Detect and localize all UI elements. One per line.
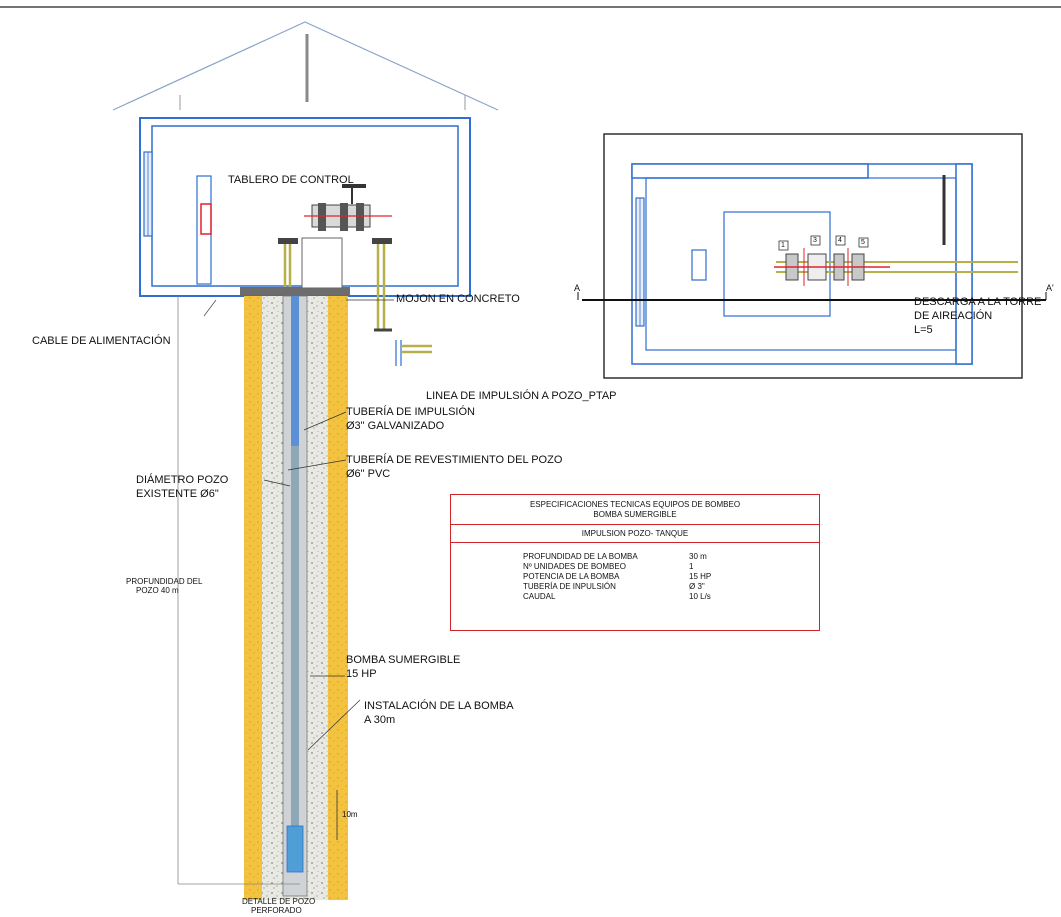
spec-value: 1: [689, 562, 694, 571]
label-casing-2: Ø6" PVC: [346, 468, 391, 480]
spec-title-line-2: BOMBA SUMERGIBLE: [593, 510, 677, 519]
spec-key: CAUDAL: [523, 592, 556, 601]
submersible-pump: [286, 825, 304, 873]
spec-value: 10 L/s: [689, 592, 711, 601]
spec-row: Nº UNIDADES DE BOMBEO 1: [523, 562, 711, 572]
spec-row: PROFUNDIDAD DE LA BOMBA 30 m: [523, 552, 711, 562]
label-power-cable: CABLE DE ALIMENTACIÓN: [32, 335, 171, 347]
plan-board: [691, 249, 707, 281]
valve-tags: [778, 235, 869, 251]
valve-tag-1: 1: [781, 242, 785, 249]
label-detail-2: PERFORADO: [251, 906, 302, 915]
label-riser-2: Ø3" GALVANIZADO: [346, 420, 445, 432]
spec-key: TUBERÍA DE INPULSIÓN: [523, 582, 616, 591]
spec-rows: PROFUNDIDAD DE LA BOMBA 30 m Nº UNIDADES …: [523, 552, 711, 602]
roof-line: [112, 21, 499, 111]
label-pump-2: 15 HP: [346, 668, 377, 680]
label-depth-1: PROFUNDIDAD DEL: [126, 577, 203, 586]
label-install-2: A 30m: [364, 714, 396, 726]
label-casing-1: TUBERÍA DE REVESTIMIENTO DEL POZO: [346, 454, 563, 466]
label-install-1: INSTALACIÓN DE LA BOMBA: [364, 700, 514, 712]
label-discharge-2: DE AIREACIÓN: [914, 310, 993, 322]
label-control-board: TABLERO DE CONTROL: [228, 174, 354, 186]
label-pump-1: BOMBA SUMERGIBLE: [346, 654, 461, 666]
spec-value: Ø 3": [689, 582, 705, 591]
label-diameter-1: DIÁMETRO POZO: [136, 474, 229, 486]
spec-key: Nº UNIDADES DE BOMBEO: [523, 562, 626, 571]
valve-tag-4: 4: [838, 237, 842, 244]
spec-title-line-1: ESPECIFICACIONES TECNICAS EQUIPOS DE BOM…: [529, 500, 741, 509]
spec-row: TUBERÍA DE INPULSIÓN Ø 3": [523, 582, 711, 592]
plan-outer: [603, 133, 1023, 379]
label-detail-1: DETALLE DE POZO: [242, 897, 316, 906]
spec-table: ESPECIFICACIONES TECNICAS EQUIPOS DE BOM…: [450, 494, 820, 631]
label-diameter-2: EXISTENTE Ø6": [136, 488, 219, 500]
control-board: [196, 175, 212, 285]
plan-wall-inner: [645, 177, 957, 351]
valve-tag-3: 3: [813, 237, 817, 244]
label-concrete-marker: MOJON EN CONCRETO: [396, 293, 520, 305]
label-depth-2: POZO 40 m: [136, 586, 179, 595]
spec-row: CAUDAL 10 L/s: [523, 592, 711, 602]
spec-value: 30 m: [689, 552, 707, 561]
label-riser-1: TUBERÍA DE IMPULSIÓN: [346, 406, 475, 418]
spec-subtitle: IMPULSION POZO- TANQUE: [451, 525, 819, 543]
plan-view: [577, 133, 1047, 379]
spec-row: POTENCIA DE LA BOMBA 15 HP: [523, 572, 711, 582]
concrete-slab: [240, 287, 350, 295]
riser-pipe: [291, 296, 299, 446]
label-discharge-1: DESCARGA A LA TORRE: [914, 296, 1042, 308]
control-box: [200, 203, 212, 235]
well-column: [178, 295, 348, 900]
label-discharge-3: L=5: [914, 324, 933, 336]
label-discharge-line: LINEA DE IMPULSIÓN A POZO_PTAP: [426, 390, 617, 402]
plan-slab: [723, 211, 831, 317]
spec-key: POTENCIA DE LA BOMBA: [523, 572, 620, 581]
pump-house-section: [112, 21, 499, 884]
label-section-a-prime: A': [1046, 283, 1054, 293]
valve-tag-5: 5: [861, 239, 865, 246]
spec-title: ESPECIFICACIONES TECNICAS EQUIPOS DE BOM…: [451, 495, 819, 525]
spec-key: PROFUNDIDAD DE LA BOMBA: [523, 552, 638, 561]
label-section-a: A: [574, 283, 581, 293]
label-scale: 10m: [342, 810, 358, 819]
spec-value: 15 HP: [689, 572, 712, 581]
